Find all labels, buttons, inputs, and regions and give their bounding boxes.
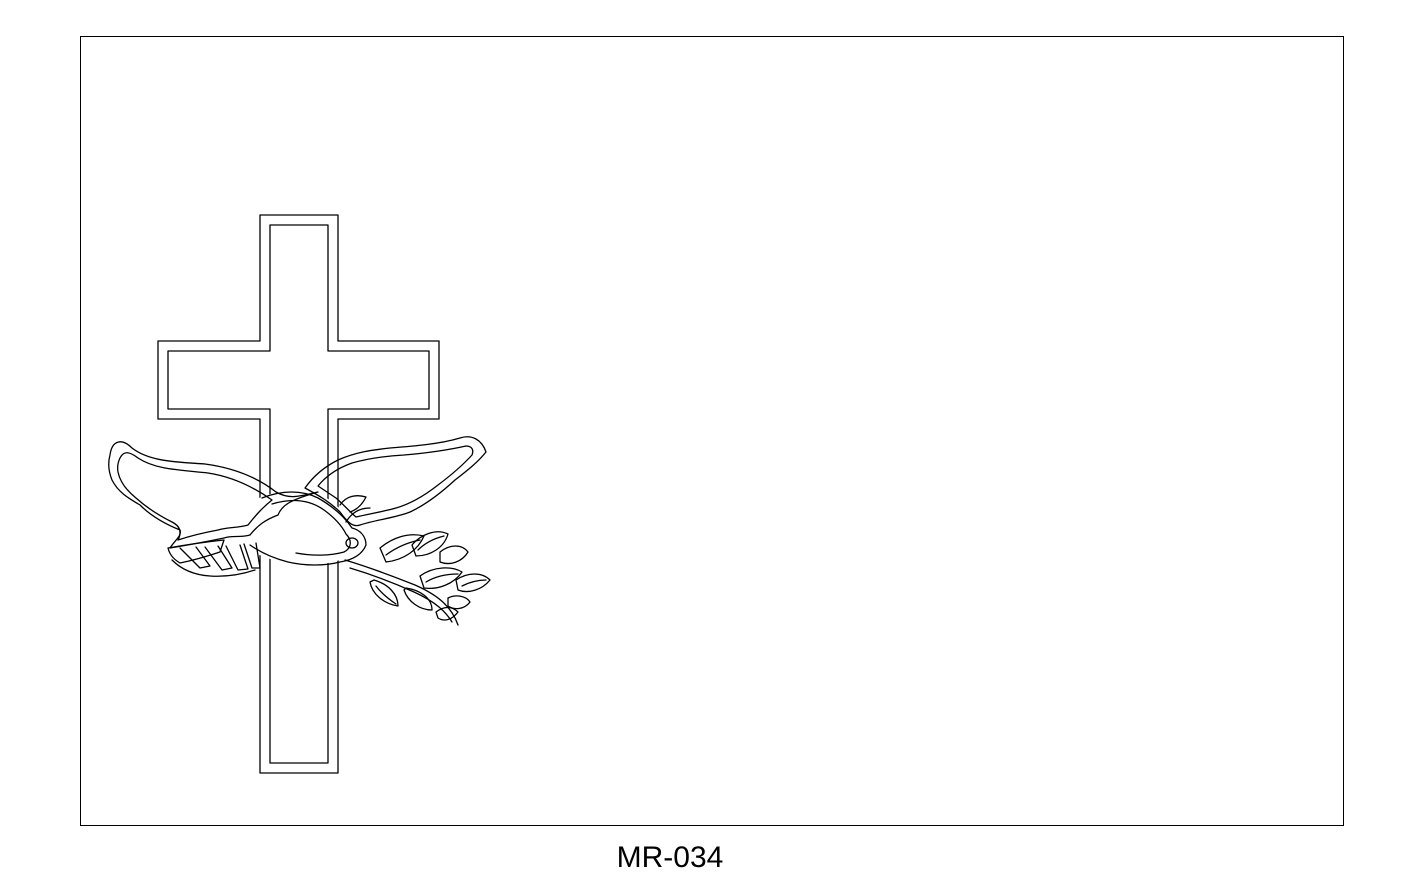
dove-with-olive-branch-icon xyxy=(108,436,491,626)
drawing-border xyxy=(80,36,1344,826)
drawing-code-label: MR-034 xyxy=(616,841,724,874)
cross-outline-icon xyxy=(157,214,440,774)
